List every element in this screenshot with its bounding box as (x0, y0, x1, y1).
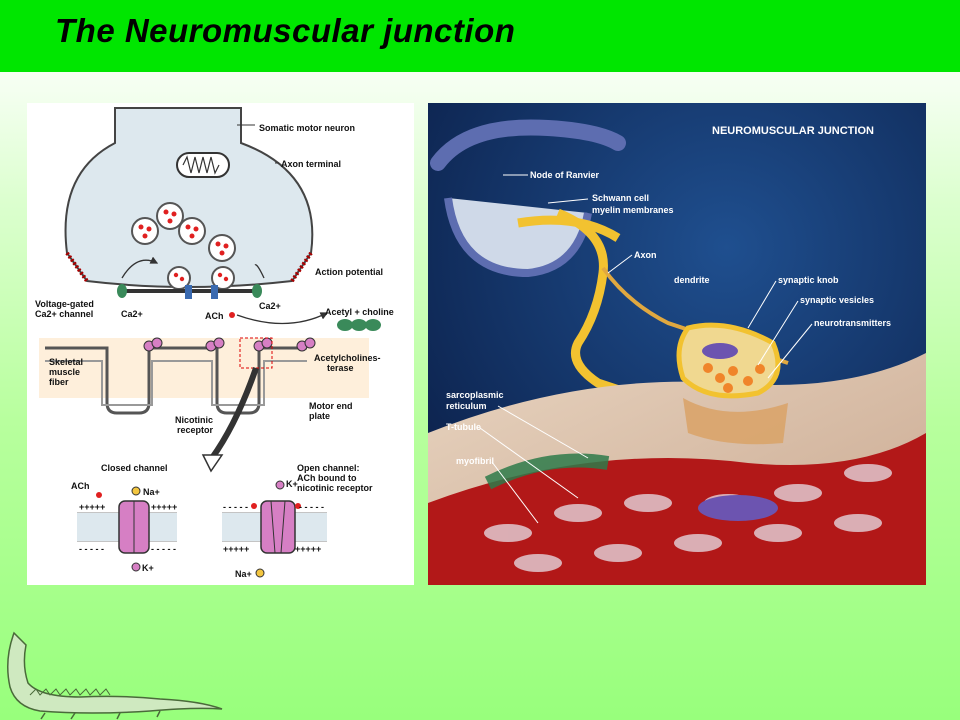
label-schwann-cell: Schwann cell (592, 193, 649, 203)
minus-row-3: - - - - - (223, 502, 248, 512)
myofibril-pattern (484, 464, 892, 572)
label-nicotinic-1: Nicotinic (175, 415, 213, 425)
postsynaptic-membrane (45, 346, 307, 415)
mitochondrion (698, 495, 778, 521)
label-dendrite: dendrite (674, 275, 710, 285)
plus-row-1: +++++ (79, 502, 105, 512)
plus-row-3: +++++ (223, 544, 249, 554)
label-acetyl-choline: Acetyl + choline (325, 307, 394, 317)
label-sarcoplasmic: sarcoplasmic (446, 390, 504, 400)
label-axon-terminal: Axon terminal (281, 159, 341, 169)
label-ach: ACh (205, 311, 224, 321)
sarcoplasmic-reticulum (484, 453, 610, 490)
label-ca-right: Ca2+ (259, 301, 281, 311)
label-motor-end-1: Motor end (309, 401, 353, 411)
nmj-schematic-diagram: Somatic motor neuron Axon terminal Actio… (27, 103, 414, 585)
crocodile-logo-icon (7, 631, 223, 720)
label-ach-small: ACh (71, 481, 90, 491)
title-bar: The Neuromuscular junction (0, 0, 960, 72)
label-open-channel-3: nicotinic receptor (297, 483, 373, 493)
label-skeletal: Skeletal (49, 357, 83, 367)
acetylcholinesterase (337, 319, 381, 331)
label-myofibril: myofibril (456, 456, 494, 466)
plus-row-2: +++++ (151, 502, 177, 512)
label-open-channel-2: ACh bound to (297, 473, 357, 483)
label-t-tubule: T-tubule (446, 422, 481, 432)
vesicles (703, 363, 765, 393)
label-somatic-motor-neuron: Somatic motor neuron (259, 123, 355, 133)
label-myelin-membranes: myelin membranes (592, 205, 674, 215)
label-fiber: fiber (49, 377, 69, 387)
ca-channel-right (252, 284, 262, 298)
minus-row-4: - - - - - (299, 502, 324, 512)
label-synaptic-knob: synaptic knob (778, 275, 839, 285)
label-na-top: Na+ (143, 487, 160, 497)
open-channel-shape (260, 500, 296, 554)
label-reticulum: reticulum (446, 401, 487, 411)
nmj-illustration: NEUROMUSCULAR JUNCTION Node of Ranvier S… (428, 103, 926, 585)
muscle-fiber-red (428, 433, 926, 585)
minus-row-2: - - - - - (151, 544, 176, 554)
synaptic-vesicles (131, 202, 236, 290)
label-motor-end-2: plate (309, 411, 330, 421)
label-open-channel-1: Open channel: (297, 463, 360, 473)
label-ache-2: terase (327, 363, 354, 373)
label-neurotransmitters: neurotransmitters (814, 318, 891, 328)
label-ache-1: Acetylcholines- (314, 353, 381, 363)
minus-row-1: - - - - - (79, 544, 104, 554)
label-k-bottom: K+ (142, 563, 154, 573)
heading-neuromuscular-junction: NEUROMUSCULAR JUNCTION (712, 125, 874, 137)
label-closed-channel: Closed channel (101, 463, 168, 473)
label-ca-left: Ca2+ (121, 309, 143, 319)
synaptic-cleft (683, 398, 788, 445)
slide-title: The Neuromuscular junction (55, 12, 516, 49)
label-synaptic-vesicles: synaptic vesicles (800, 295, 874, 305)
axon-terminal-shape (64, 107, 314, 288)
mitochondrion (176, 152, 230, 178)
myelin-axon (430, 119, 626, 171)
ach-molecule (229, 312, 235, 318)
ca-channel-left (117, 284, 127, 298)
label-na-bottom: Na+ (235, 569, 252, 579)
label-node-of-ranvier: Node of Ranvier (530, 170, 600, 180)
label-ca-channel: Ca2+ channel (35, 309, 93, 319)
nicotinic-receptors (143, 337, 316, 352)
nmj-schematic-svg: Somatic motor neuron Axon terminal Actio… (35, 107, 394, 579)
label-axon: Axon (634, 250, 657, 260)
nmj-illustration-svg: NEUROMUSCULAR JUNCTION Node of Ranvier S… (428, 103, 926, 585)
label-action-potential: Action potential (315, 267, 383, 277)
synaptic-knob (676, 322, 781, 399)
label-muscle: muscle (49, 367, 80, 377)
label-k-top: K+ (286, 479, 298, 489)
label-voltage-gated: Voltage-gated (35, 299, 94, 309)
plus-row-4: +++++ (295, 544, 321, 554)
label-nicotinic-2: receptor (177, 425, 214, 435)
action-potential-marks (65, 251, 313, 283)
zoom-arrow (209, 367, 259, 460)
